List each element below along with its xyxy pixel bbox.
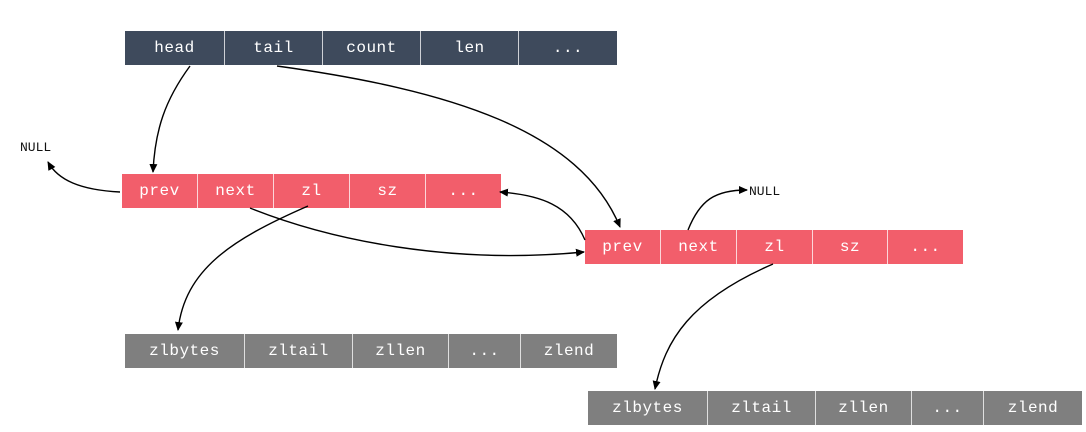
node2-next: next	[661, 230, 737, 264]
zip1-zlbytes: zlbytes	[125, 334, 245, 368]
quicklist-node-2: prev next zl sz ...	[585, 230, 963, 264]
zip1-zllen: zllen	[353, 334, 449, 368]
node1-ellipsis: ...	[448, 182, 479, 200]
node1-next: next	[198, 174, 274, 208]
node2-zl: zl	[737, 230, 813, 264]
arrow-node1-zl-to-ziplist1	[174, 205, 309, 331]
arrow-node2-prev-to-node1	[499, 188, 586, 241]
zip2-zltail: zltail	[708, 391, 816, 425]
arrow-tail-to-node2	[276, 65, 621, 228]
field-tail: tail	[225, 31, 323, 65]
node2-ellipsis: ...	[910, 238, 941, 256]
arrow-node1-prev-to-null	[47, 161, 121, 193]
zip1-zlend: zlend	[543, 342, 595, 360]
arrow-head-to-node1	[149, 65, 191, 173]
quicklist-struct: head tail count len ...	[125, 31, 617, 65]
arrow-node2-next-to-null	[687, 186, 748, 231]
zip2-zlbytes: zlbytes	[588, 391, 708, 425]
ziplist-1: zlbytes zltail zllen ... zlend	[125, 334, 617, 368]
node2-prev: prev	[585, 230, 661, 264]
field-ellipsis: ...	[552, 39, 584, 57]
zip1-ellipsis: ...	[449, 334, 521, 368]
zip2-zllen: zllen	[816, 391, 912, 425]
quicklist-node-1: prev next zl sz ...	[122, 174, 501, 208]
arrow-node1-next-to-node2	[249, 207, 585, 257]
arrow-node2-zl-to-ziplist2	[652, 263, 774, 390]
ziplist-2: zlbytes zltail zllen ... zlend	[588, 391, 1082, 425]
zip2-zlend: zlend	[1007, 399, 1059, 417]
node1-prev: prev	[122, 174, 198, 208]
null-label-left: NULL	[20, 140, 52, 155]
field-count: count	[323, 31, 421, 65]
node1-zl: zl	[274, 174, 350, 208]
node2-sz: sz	[813, 230, 888, 264]
zip1-zltail: zltail	[245, 334, 353, 368]
node1-sz: sz	[350, 174, 426, 208]
zip2-ellipsis: ...	[912, 391, 984, 425]
field-head: head	[125, 31, 225, 65]
null-label-right: NULL	[749, 184, 781, 199]
field-len: len	[421, 31, 519, 65]
